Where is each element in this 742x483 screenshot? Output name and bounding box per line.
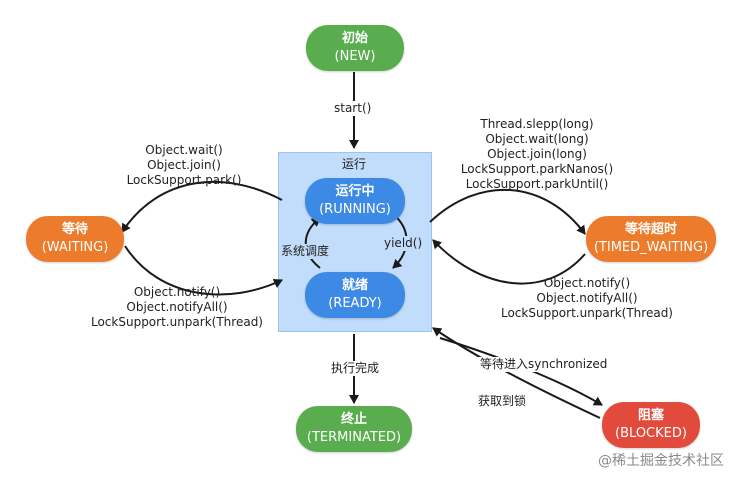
label-to-timed-waiting-line: LockSupport.parkUntil() <box>465 177 609 191</box>
label-to-timed-waiting-line: Object.join(long) <box>487 147 587 161</box>
arrow-from-timed-waiting <box>432 239 586 285</box>
label-finish: 执行完成 <box>329 361 382 376</box>
state-new: 初始 (NEW) <box>306 25 404 71</box>
label-from-waiting-line: LockSupport.unpark(Thread) <box>90 315 263 329</box>
state-timed-waiting: 等待超时 (TIMED_WAITING) <box>586 216 716 262</box>
label-from-timed-waiting: Object.notify() Object.notifyAll() LockS… <box>488 276 686 321</box>
label-from-waiting-line: Object.notifyAll() <box>126 300 228 314</box>
state-ready: 就绪 (READY) <box>305 272 405 318</box>
state-new-title: 初始 <box>341 31 368 46</box>
arrow-to-timed-waiting <box>429 188 586 235</box>
label-to-timed-waiting-line: LockSupport.parkNanos() <box>460 162 614 176</box>
state-blocked: 阻塞 (BLOCKED) <box>602 402 700 448</box>
watermark: @稀土掘金技术社区 <box>598 453 724 469</box>
state-blocked-sub: (BLOCKED) <box>615 426 687 441</box>
label-to-timed-waiting: Thread.slepp(long) Object.wait(long) Obj… <box>452 117 622 192</box>
state-waiting-sub: (WAITING) <box>41 240 109 255</box>
state-waiting-title: 等待 <box>61 222 88 237</box>
label-acquire-lock: 获取到锁 <box>476 394 529 409</box>
label-to-waiting-line: Object.join() <box>147 158 221 172</box>
state-timed-waiting-sub: (TIMED_WAITING) <box>593 240 709 255</box>
label-runnable-group: 运行 <box>342 157 367 171</box>
label-to-timed-waiting-line: Object.wait(long) <box>485 132 589 146</box>
state-ready-sub: (READY) <box>328 296 382 311</box>
state-running-title: 运行中 <box>335 184 375 199</box>
arrow-from-waiting <box>124 245 283 296</box>
state-terminated-sub: (TERMINATED) <box>306 430 402 445</box>
state-terminated-title: 终止 <box>340 412 367 427</box>
label-from-timed-waiting-line: Object.notify() <box>543 276 631 290</box>
state-new-sub: (NEW) <box>334 49 376 64</box>
label-start: start() <box>332 101 374 116</box>
label-from-waiting-line: Object.notify() <box>133 285 221 299</box>
state-blocked-title: 阻塞 <box>637 408 664 423</box>
label-wait-synchronized: 等待进入synchronized <box>478 357 610 372</box>
label-yield: yield() <box>384 236 423 251</box>
label-from-waiting: Object.notify() Object.notifyAll() LockS… <box>78 285 276 330</box>
label-from-timed-waiting-line: LockSupport.unpark(Thread) <box>500 306 673 320</box>
state-ready-title: 就绪 <box>341 278 368 293</box>
state-running: 运行中 (RUNNING) <box>305 178 405 224</box>
label-to-waiting-line: Object.wait() <box>145 143 223 157</box>
arrow-to-waiting <box>121 180 283 233</box>
label-from-timed-waiting-line: Object.notifyAll() <box>536 291 638 305</box>
state-running-sub: (RUNNING) <box>319 202 391 217</box>
state-terminated: 终止 (TERMINATED) <box>296 406 412 452</box>
label-schedule: 系统调度 <box>281 244 330 259</box>
arrow-acquire-lock <box>432 327 601 419</box>
state-timed-waiting-title: 等待超时 <box>624 222 677 237</box>
label-to-waiting-line: LockSupport.park() <box>126 173 242 187</box>
label-to-timed-waiting-line: Thread.slepp(long) <box>480 117 594 131</box>
state-waiting: 等待 (WAITING) <box>26 216 124 262</box>
label-to-waiting: Object.wait() Object.join() LockSupport.… <box>122 143 246 188</box>
arrow-schedule <box>304 217 321 269</box>
